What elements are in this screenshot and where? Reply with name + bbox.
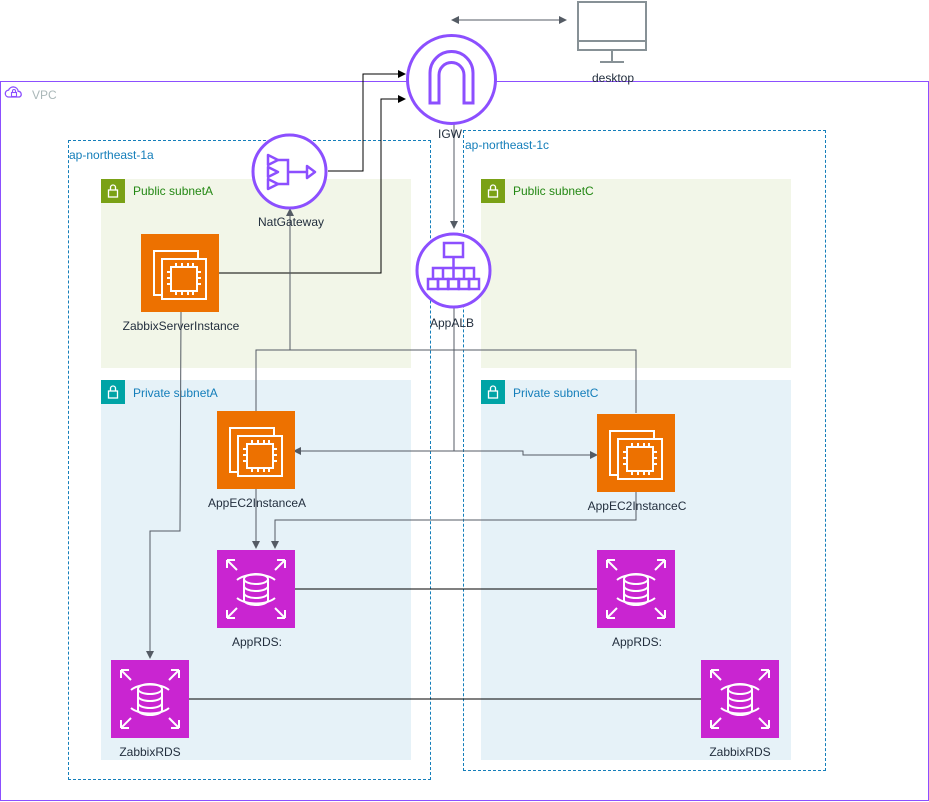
rds-database-icon[interactable] (111, 660, 189, 738)
vpc-icon (2, 82, 26, 111)
availability-zone-c-label: ap-northeast-1c (465, 138, 550, 152)
edge-zabbix-server-zabbix-rds (146, 311, 182, 659)
public-subnet-c-label: Public subnetC (513, 184, 594, 198)
nat-gateway-icon[interactable] (251, 133, 328, 210)
private-subnet-a-label: Private subnetA (133, 386, 218, 400)
internet-gateway-icon[interactable] (405, 33, 498, 126)
alb-label: AppALB (429, 316, 475, 330)
private-subnet-c-lock-icon (481, 380, 505, 404)
availability-zone-a (68, 140, 431, 780)
nat-gateway-label: NatGateway (257, 215, 325, 229)
edge-zabbix-server-igw (219, 95, 406, 274)
rds-database-icon[interactable] (597, 550, 675, 628)
app-rds-a-label: AppRDS: (231, 635, 283, 649)
igw-label: IGW (438, 127, 462, 141)
desktop-label: desktop (591, 71, 635, 85)
desktop-icon[interactable] (576, 1, 648, 67)
public-subnet-c (481, 179, 791, 368)
rds-database-icon[interactable] (701, 660, 779, 738)
app-ec2-a-label: AppEC2InstanceA (207, 496, 307, 510)
app-rds-c-label: AppRDS: (611, 635, 663, 649)
edge-app-ec2-nat (255, 208, 637, 413)
edge-nat-igw (328, 70, 406, 172)
public-subnet-a-label: Public subnetA (133, 184, 214, 198)
zabbix-server-label: ZabbixServerInstance (122, 319, 240, 333)
ec2-instance-icon[interactable] (597, 414, 675, 492)
private-subnet-c-label: Private subnetC (513, 386, 599, 400)
vpc-label: VPC (32, 88, 57, 102)
public-subnet-c-lock-icon (481, 179, 505, 203)
load-balancer-icon[interactable] (415, 232, 492, 309)
edge-app-ec2-c-rds (271, 492, 637, 549)
edge-alb-app-ec2 (293, 303, 598, 459)
availability-zone-a-label: ap-northeast-1a (69, 148, 154, 162)
private-subnet-a-lock-icon (101, 380, 125, 404)
ec2-instance-icon[interactable] (217, 411, 295, 489)
public-subnet-a-lock-icon (101, 179, 125, 203)
zabbix-rds-a-label: ZabbixRDS (119, 745, 181, 759)
ec2-instance-icon[interactable] (141, 234, 219, 312)
rds-database-icon[interactable] (217, 550, 295, 628)
app-ec2-c-label: AppEC2InstanceC (587, 499, 687, 513)
zabbix-rds-c-label: ZabbixRDS (709, 745, 771, 759)
